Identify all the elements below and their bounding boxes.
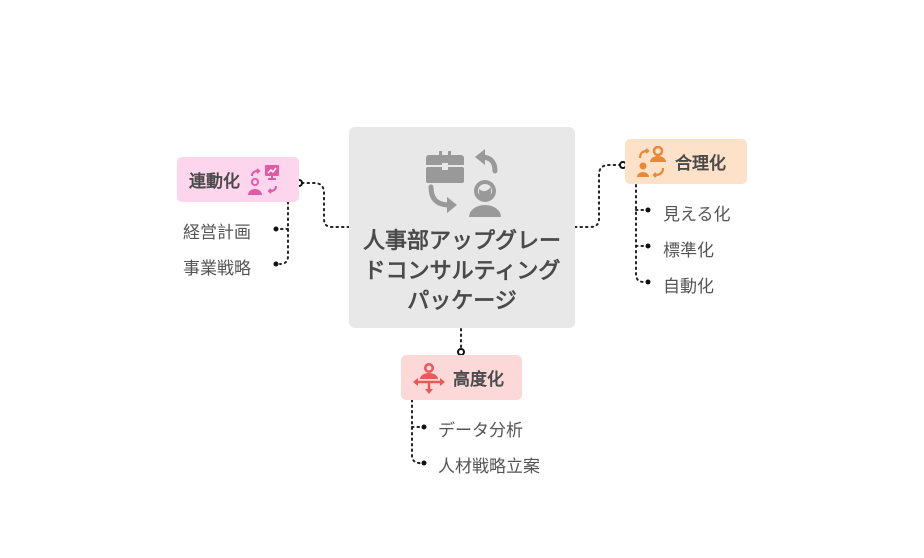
- bullet: [645, 207, 651, 213]
- leaf-node[interactable]: 人材戦略立案: [438, 457, 540, 477]
- branch-node-gorika[interactable]: 合理化: [625, 139, 747, 184]
- branch-label: 合理化: [675, 154, 726, 174]
- branch-node-kodoka[interactable]: 高度化: [401, 355, 522, 400]
- leaf-node[interactable]: 経営計画: [183, 223, 251, 243]
- leaf-node[interactable]: 自動化: [663, 277, 714, 297]
- bullet: [645, 243, 651, 249]
- bullet: [421, 460, 427, 466]
- bullet: [273, 226, 279, 232]
- people-exchange-icon: [637, 145, 666, 178]
- bullet: [645, 279, 651, 285]
- link-root-left: [302, 182, 350, 228]
- link-bottom-children: [411, 399, 421, 464]
- root-node[interactable]: 人事部アップグレードコンサルティングパッケージ: [349, 127, 575, 328]
- branch-node-rendoka[interactable]: 連動化: [177, 157, 299, 202]
- branch-label: 高度化: [453, 370, 504, 390]
- bullet: [421, 424, 427, 430]
- leaf-node[interactable]: 標準化: [663, 241, 714, 261]
- leaf-node[interactable]: データ分析: [438, 421, 523, 441]
- link-left-children: [279, 201, 289, 265]
- leaf-node[interactable]: 見える化: [663, 205, 731, 225]
- bullet: [273, 261, 279, 267]
- root-title: 人事部アップグレードコンサルティングパッケージ: [362, 229, 561, 314]
- link-root-right: [574, 164, 621, 228]
- presentation-exchange-icon: [248, 164, 279, 195]
- hr-exchange-icon: [426, 149, 501, 217]
- branch-label: 連動化: [189, 172, 240, 192]
- person-expand-icon: [413, 362, 445, 394]
- link-right-children: [635, 184, 645, 283]
- leaf-node[interactable]: 事業戦略: [183, 259, 251, 279]
